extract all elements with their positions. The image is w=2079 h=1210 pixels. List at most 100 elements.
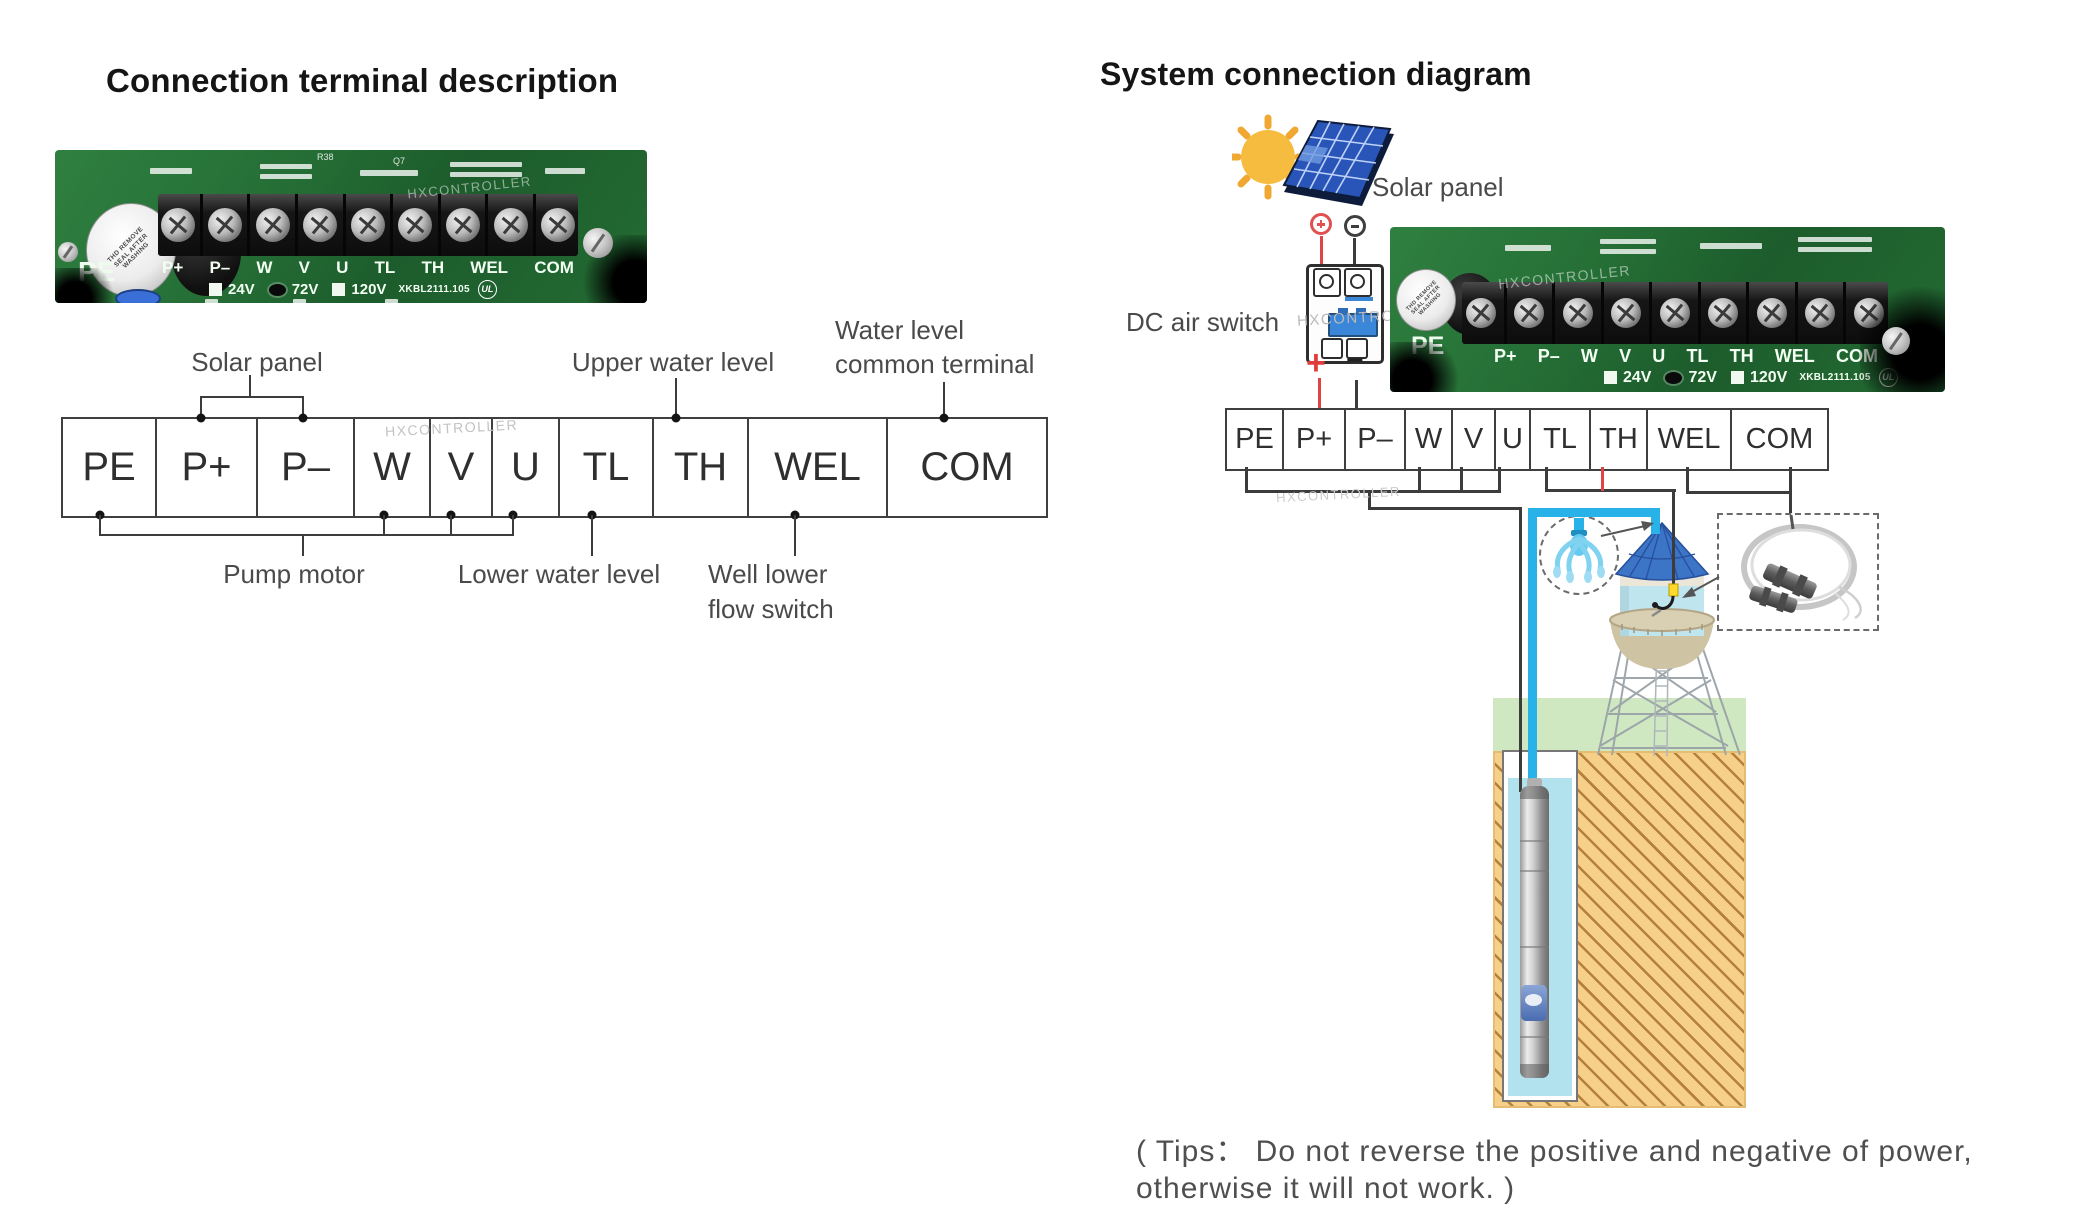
annotation-line [249, 375, 251, 397]
pump-fitting [1527, 778, 1542, 788]
inductor-icon [115, 289, 161, 303]
terminal-divider [342, 194, 346, 256]
terminal-divider [1600, 282, 1604, 344]
wire-positive [1320, 236, 1323, 268]
part-number: XKBL2111.105 [398, 284, 470, 295]
breaker-terminal [1321, 338, 1343, 359]
terminal-box-v: V [1451, 408, 1496, 471]
screw-terminal-icon [1708, 298, 1739, 328]
water-pump-icon [1520, 786, 1549, 1078]
annotation-line [512, 515, 514, 536]
dc-air-switch-label: DC air switch [1126, 307, 1280, 337]
annotation-line [675, 378, 677, 417]
water-spray-icon [1553, 518, 1605, 583]
water-pipe [1528, 508, 1660, 517]
pump-cable [1519, 507, 1522, 792]
terminal-block-icon [1462, 282, 1888, 344]
flow-switch-detail-box [1717, 513, 1879, 631]
connection-terminal-title: Connection terminal description [106, 62, 619, 99]
silk-label: WEL [1774, 346, 1815, 366]
silk-label: V [298, 258, 310, 277]
voltage-checkbox [209, 283, 222, 296]
well-lower-annotation-line2: flow switch [708, 594, 834, 624]
breaker-plus-label: + [1306, 344, 1326, 382]
junction-dot [671, 413, 681, 423]
well-lower-annotation-line1: Well lower [708, 559, 828, 589]
screw-terminal-icon [1562, 298, 1593, 328]
silk-label: W [1580, 346, 1598, 366]
junction-dot [939, 413, 949, 423]
pcb-component [450, 172, 522, 177]
silk-label: U [336, 258, 349, 277]
terminal-divider [1843, 282, 1847, 344]
upper-water-level-annotation: Upper water level [571, 347, 775, 377]
voltage-selected-dot [1665, 371, 1683, 384]
pcb-silk-labels: P+ P– W V U TL TH WEL COM [1494, 346, 1878, 367]
terminal-divider [1746, 282, 1750, 344]
solar-panel-label: Solar panel [1372, 172, 1504, 202]
terminal-box-w: W [1404, 408, 1453, 471]
terminal-divider [1552, 282, 1556, 344]
screw-terminal-icon [350, 208, 385, 242]
screw-terminal-icon [541, 208, 576, 242]
terminal-divider [437, 194, 441, 256]
terminal-box-w: W [353, 417, 431, 518]
voltage-option: 24V [228, 281, 255, 298]
detail-arrows-overlay [1600, 521, 1720, 618]
breaker-screw-icon [1350, 274, 1365, 289]
screw-terminal-icon [255, 208, 290, 242]
terminal-box-tl: TL [1529, 408, 1591, 471]
pcb-component [1798, 247, 1872, 252]
voltage-option: 24V [1623, 368, 1652, 386]
terminal-box-pe: PE [1225, 408, 1284, 471]
pcb-component [150, 168, 192, 174]
terminal-divider [532, 194, 536, 256]
terminal-divider [1649, 282, 1653, 344]
water-level-common-annotation-line2: common terminal [835, 349, 1035, 379]
pcb-component [260, 174, 312, 179]
breaker-toggle [1328, 313, 1378, 337]
screw-terminal-icon [1514, 298, 1545, 328]
arrow-icon [1600, 521, 1654, 537]
terminal-box-p-plus: P+ [1282, 408, 1346, 471]
terminal-divider [390, 194, 394, 256]
wire-pump [1245, 467, 1248, 492]
terminal-divider [485, 194, 489, 256]
screw-terminal-icon [1756, 298, 1787, 328]
solar-panel-annotation: Solar panel [191, 347, 323, 377]
screw-icon [583, 228, 613, 258]
terminal-box-pe: PE [61, 417, 157, 518]
arrow-icon [1682, 576, 1720, 598]
annotation-line [302, 536, 304, 556]
water-level-common-annotation-line1: Water level [835, 315, 965, 345]
terminal-block-icon [158, 194, 578, 256]
silk-label: P– [209, 258, 231, 277]
screw-terminal-icon [1805, 298, 1836, 328]
screw-terminal-icon [160, 208, 195, 242]
buzzer-label: THD REMOVE SEAL AFTER WASHING [1405, 279, 1443, 317]
wire-pump [1460, 467, 1463, 492]
junction-dot [196, 413, 206, 423]
screw-terminal-icon [1611, 298, 1642, 328]
terminal-box-th: TH [652, 417, 749, 518]
voltage-checkbox [1604, 371, 1617, 384]
screw-terminal-icon [446, 208, 481, 242]
silk-label: TH [421, 258, 445, 277]
wire-negative [1355, 380, 1358, 409]
watermark: HXCONTROLLER [1275, 483, 1402, 506]
buzzer-icon: THD REMOVE SEAL AFTER WASHING [1396, 269, 1456, 331]
screw-icon [58, 242, 78, 262]
annotation-line [200, 396, 202, 417]
terminal-divider [247, 194, 251, 256]
annotation-line [383, 515, 385, 536]
system-diagram-title: System connection diagram [1100, 56, 1532, 92]
annotation-line [99, 534, 514, 536]
silk-label: U [1652, 346, 1666, 366]
pcb-component [1600, 249, 1656, 254]
screw-terminal-icon [208, 208, 243, 242]
water-pipe [1528, 512, 1537, 790]
annotation-line [200, 396, 304, 398]
pcb-ref-label: Q7 [393, 156, 406, 166]
voltage-option: 72V [291, 281, 319, 298]
screw-terminal-icon [1659, 298, 1690, 328]
